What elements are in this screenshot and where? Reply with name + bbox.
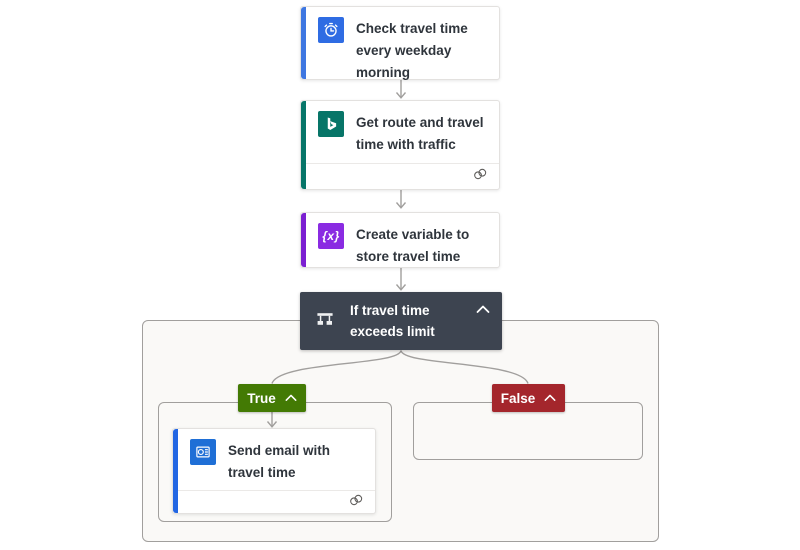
outlook-icon xyxy=(190,439,216,465)
collapse-chevron-up-icon[interactable] xyxy=(544,389,556,407)
condition-card-if-travel-time[interactable]: If travel time exceeds limit xyxy=(300,292,502,350)
collapse-chevron-up-icon[interactable] xyxy=(285,389,297,407)
card-accent-bar xyxy=(301,7,306,79)
action-card-send-email[interactable]: Send email with travel time xyxy=(172,428,376,514)
false-branch-label: False xyxy=(500,390,536,406)
bing-logo-icon xyxy=(318,111,344,137)
action-card-get-route[interactable]: Get route and travel time with traffic xyxy=(300,100,500,190)
card-accent-bar xyxy=(301,213,306,267)
condition-branch-icon xyxy=(314,308,336,335)
true-branch-label: True xyxy=(247,390,276,406)
variable-glyph: {x} xyxy=(322,229,340,243)
action-card-create-variable[interactable]: {x} Create variable to store travel time xyxy=(300,212,500,268)
variable-icon: {x} xyxy=(318,223,344,249)
card-accent-bar xyxy=(301,101,306,189)
alarm-clock-icon xyxy=(318,17,344,43)
condition-title: If travel time exceeds limit xyxy=(350,303,435,339)
card-accent-bar xyxy=(173,429,178,513)
card-title: Get route and travel time with traffic xyxy=(356,115,484,152)
connection-link-icon[interactable] xyxy=(471,167,489,186)
false-branch-badge[interactable]: False xyxy=(492,384,565,412)
connection-link-icon[interactable] xyxy=(347,493,365,512)
card-title: Send email with travel time xyxy=(228,443,331,480)
true-branch-badge[interactable]: True xyxy=(238,384,306,412)
card-title: Create variable to store travel time xyxy=(356,227,470,264)
collapse-chevron-up-icon[interactable] xyxy=(474,302,492,316)
trigger-card-check-travel-time[interactable]: Check travel time every weekday morning xyxy=(300,6,500,80)
card-title: Check travel time every weekday morning xyxy=(356,21,468,80)
